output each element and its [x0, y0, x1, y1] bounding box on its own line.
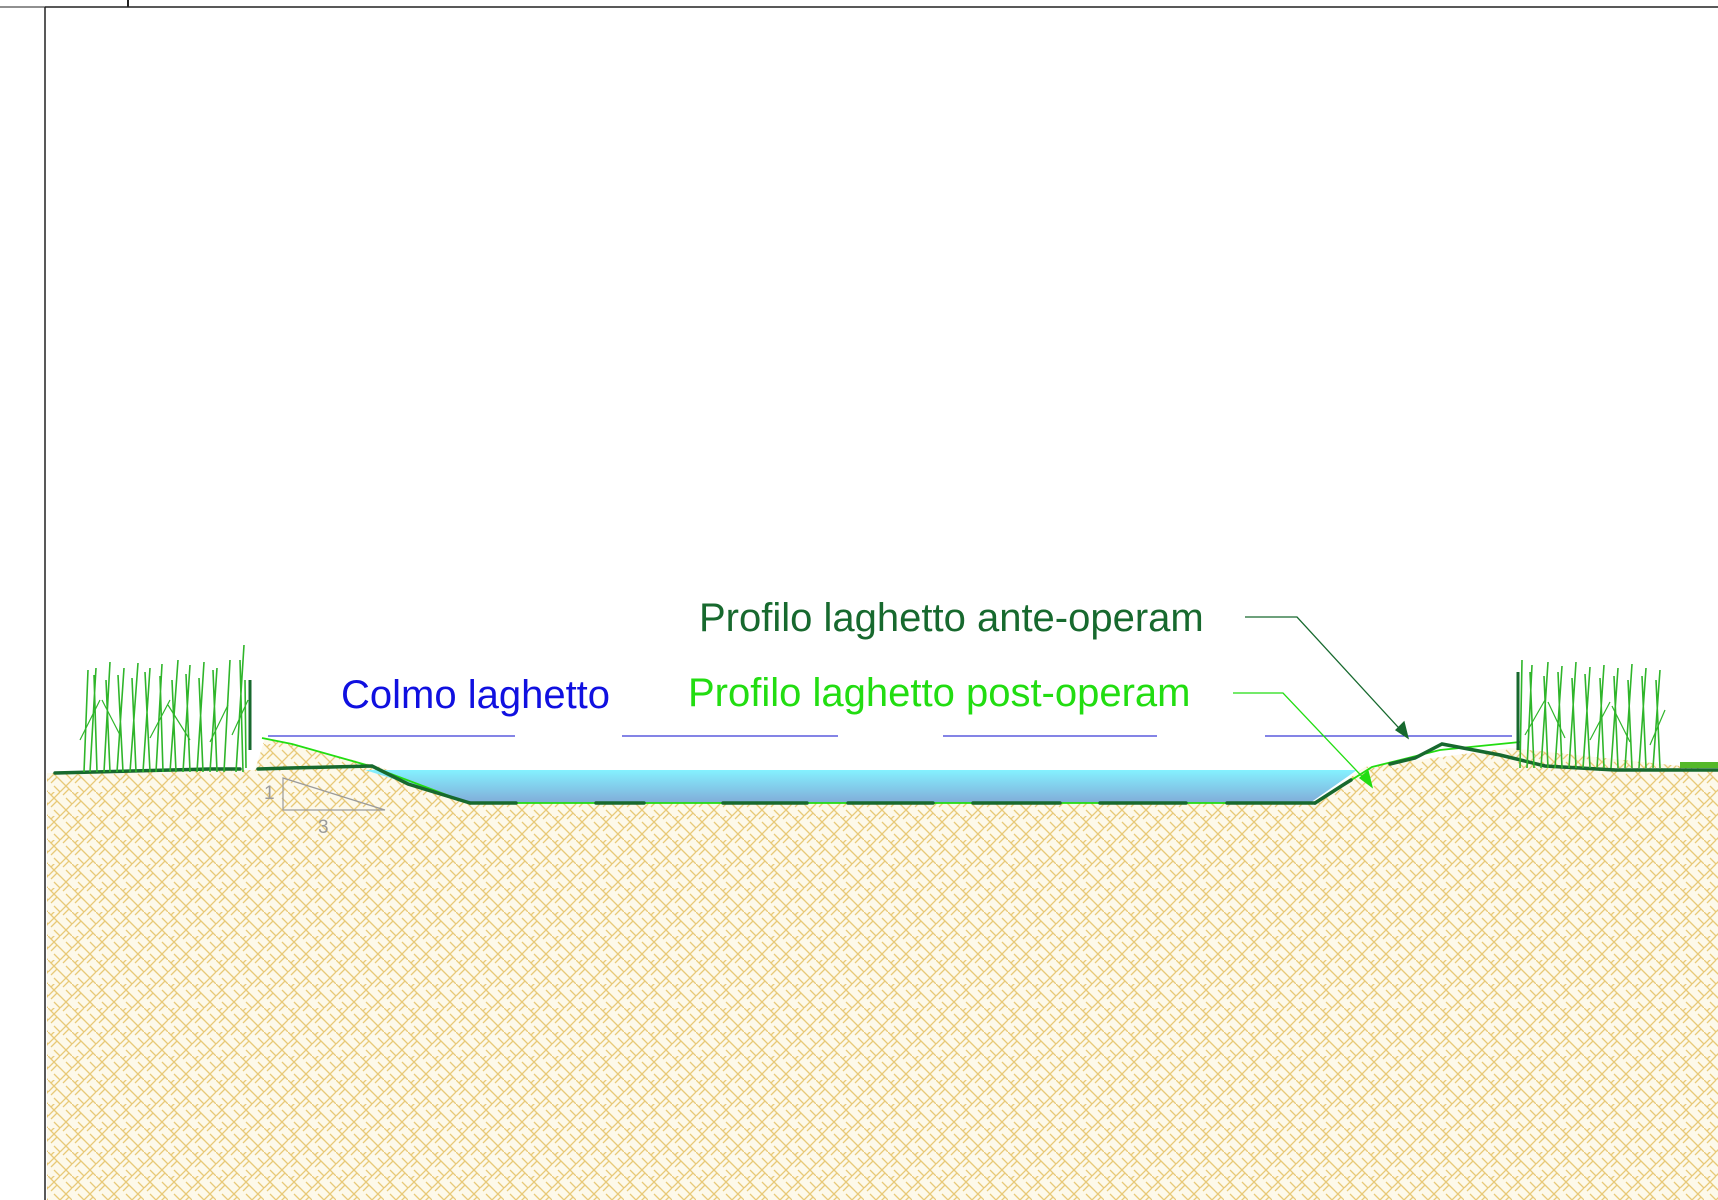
ante-operam-leader — [1245, 616, 1410, 740]
reeds-right-icon — [1519, 659, 1666, 769]
slope-indicator: 1 3 — [264, 777, 386, 838]
reeds-left-icon — [79, 644, 249, 773]
soil-section — [47, 738, 1718, 1200]
post-operam-leader — [1233, 692, 1374, 789]
ante-operam-label: Profilo laghetto ante-operam — [699, 596, 1204, 640]
pond-water — [365, 770, 1357, 803]
post-operam-label: Profilo laghetto post-operam — [688, 671, 1191, 715]
slope-run-label: 3 — [318, 817, 329, 838]
slope-rise-label: 1 — [264, 783, 275, 804]
colmo-laghetto-label: Colmo laghetto — [341, 673, 610, 717]
grass-strip-right — [1680, 762, 1718, 768]
